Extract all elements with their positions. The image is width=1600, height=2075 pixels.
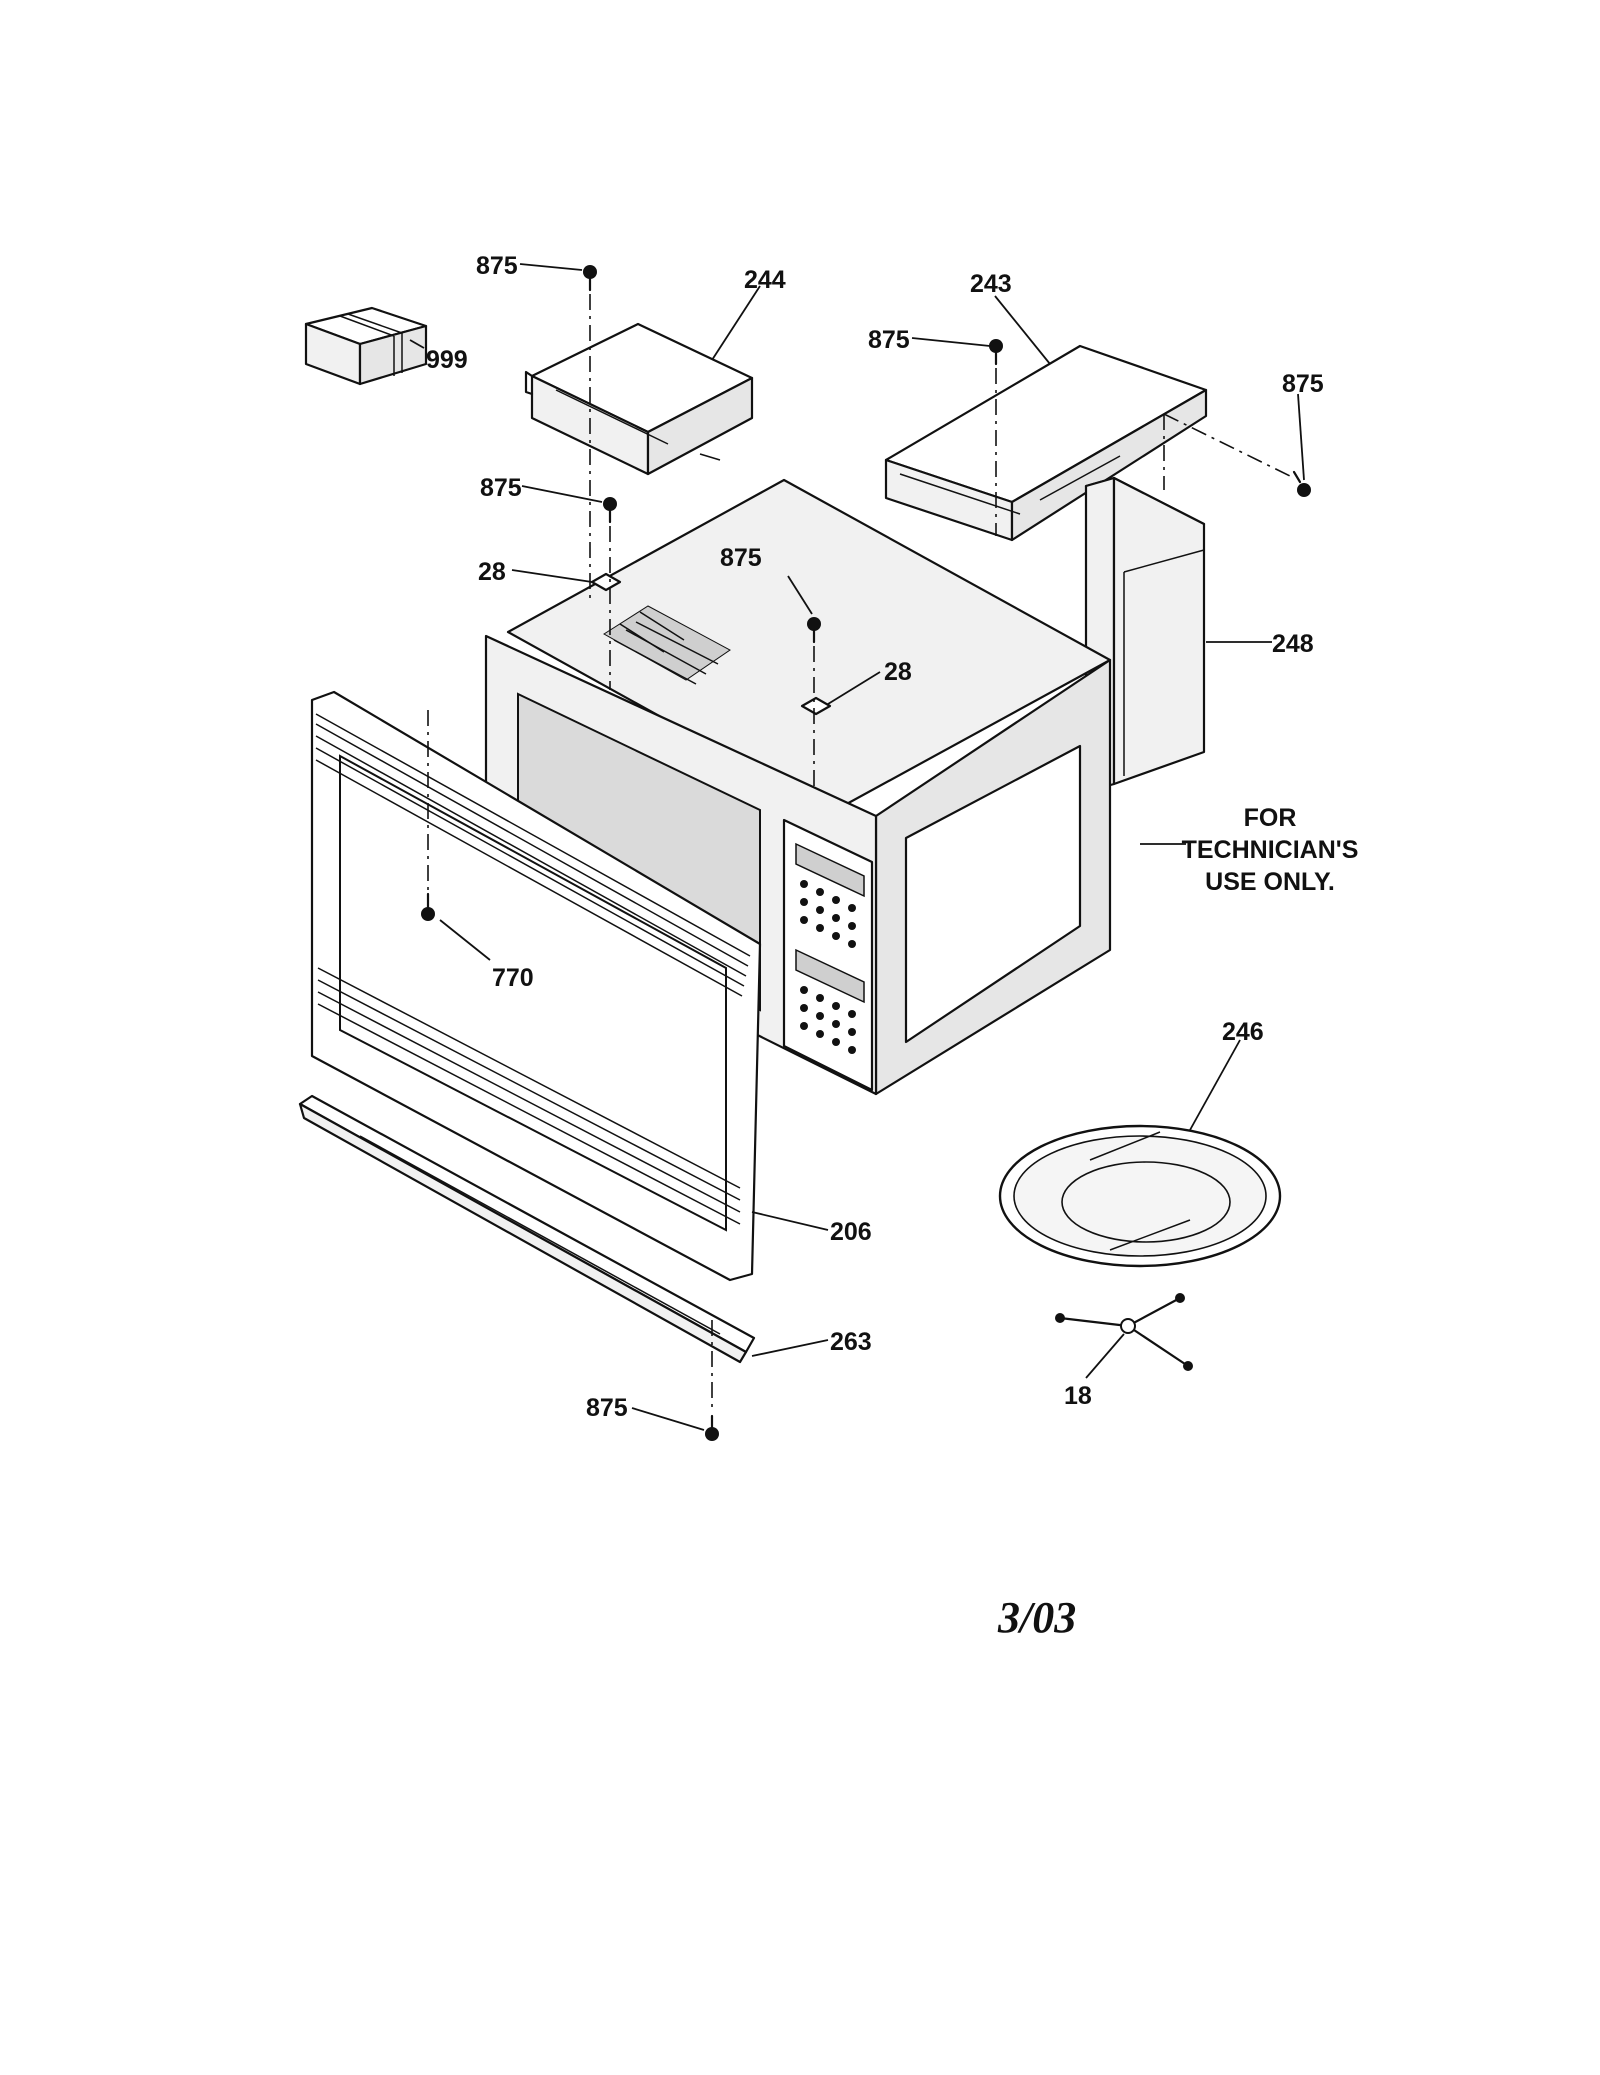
label-875-mid-left: 875: [480, 474, 522, 502]
label-875-top-left: 875: [476, 252, 518, 280]
turntable-tray-246-part: [998, 1124, 1282, 1268]
coupler-18-part: [1055, 1293, 1193, 1371]
label-18: 18: [1064, 1382, 1092, 1410]
label-248: 248: [1272, 630, 1314, 658]
label-246: 246: [1222, 1018, 1264, 1046]
screw-icon: [705, 1414, 719, 1441]
label-999: 999: [426, 346, 468, 374]
screw-icon: [421, 892, 435, 921]
cover-243-part: [884, 344, 1208, 542]
label-28-center: 28: [884, 658, 912, 686]
label-206: 206: [830, 1218, 872, 1246]
label-875-bottom: 875: [586, 1394, 628, 1422]
front-frame-206-part: [310, 690, 762, 1282]
label-243: 243: [970, 270, 1012, 298]
label-770: 770: [492, 964, 534, 992]
label-875-cover-243: 875: [868, 326, 910, 354]
bracket-28-center-part: [800, 696, 832, 716]
vent-grille-icon: [603, 605, 731, 685]
control-panel-part: [782, 818, 874, 1092]
screw-icon: [989, 339, 1003, 366]
label-28-left: 28: [478, 558, 506, 586]
note-line-3: USE ONLY.: [1205, 868, 1335, 896]
trim-263-part: [298, 1094, 756, 1364]
screw-icon: [1292, 470, 1311, 497]
technician-note: FOR TECHNICIAN'S USE ONLY.: [1182, 804, 1359, 896]
revision-date: 3/03: [997, 1593, 1076, 1642]
note-line-1: FOR: [1244, 804, 1297, 832]
label-263: 263: [830, 1328, 872, 1356]
carton-box-part: [304, 306, 428, 386]
cover-244-part: [524, 322, 754, 476]
note-line-2: TECHNICIAN'S: [1182, 836, 1359, 864]
label-875-right: 875: [1282, 370, 1324, 398]
keypad-icon: [800, 880, 856, 1054]
bracket-28-left-part: [590, 572, 622, 592]
label-875-center: 875: [720, 544, 762, 572]
label-244: 244: [744, 266, 786, 294]
screw-icon: [583, 265, 597, 292]
screw-icon: [807, 617, 821, 644]
screw-icon: [603, 497, 617, 524]
